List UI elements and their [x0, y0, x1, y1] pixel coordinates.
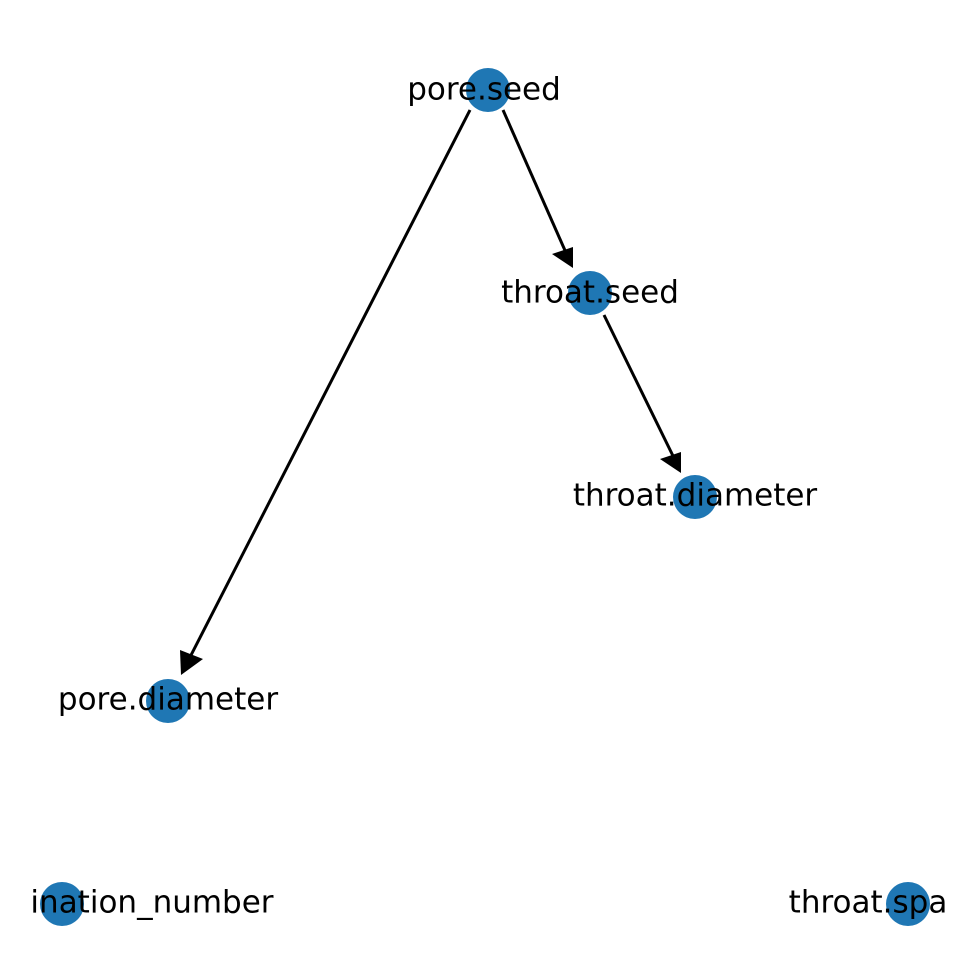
edge-throat-seed-to-throat-diameter [602, 314, 681, 473]
edge-layer [180, 109, 681, 675]
graph-node-pore-seed[interactable] [466, 68, 510, 112]
arrowhead-icon [552, 247, 573, 268]
arrowhead-icon [660, 452, 681, 473]
edge-line [501, 109, 569, 256]
edge-pore-seed-to-throat-seed [501, 109, 573, 268]
graph-node-throat-diameter[interactable] [673, 475, 717, 519]
graph-node-throat-seed[interactable] [568, 271, 612, 315]
node-layer [40, 68, 930, 926]
graph-node-pore-diameter[interactable] [146, 679, 190, 723]
graph-node-coordination-number[interactable] [40, 882, 84, 926]
graph-node-throat-spacing[interactable] [886, 882, 930, 926]
edge-pore-seed-to-pore-diameter [180, 109, 472, 675]
edge-line [602, 314, 677, 461]
arrowhead-icon [180, 650, 203, 675]
edge-line [185, 109, 472, 664]
